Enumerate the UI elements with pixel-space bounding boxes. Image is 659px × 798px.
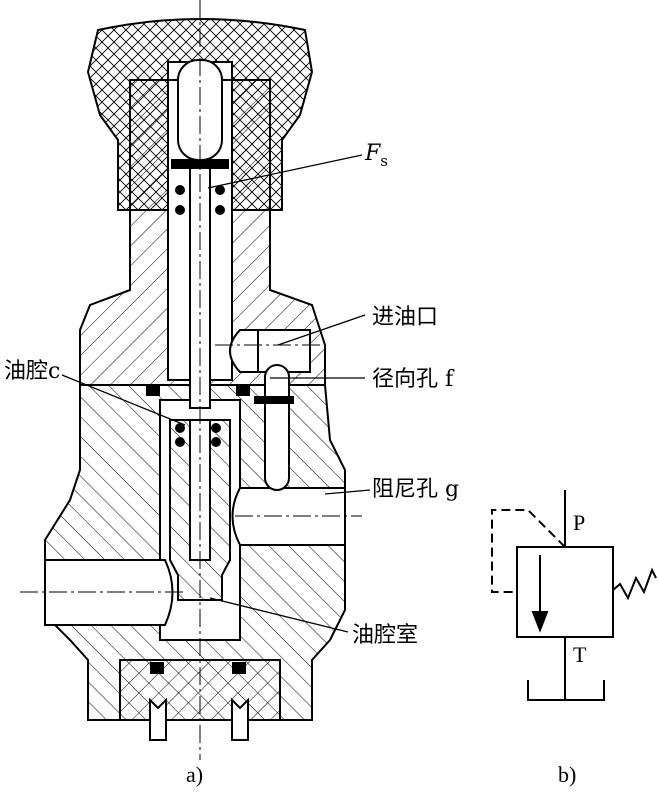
seals	[146, 384, 294, 674]
label-spring-force-sub: s	[380, 152, 388, 170]
label-oil-chamber: 油腔室	[352, 623, 418, 648]
inlet-port	[229, 329, 311, 373]
port-t-label: T	[573, 642, 587, 667]
leader-lines	[61, 154, 371, 633]
label-radial-hole: 径向孔 f	[372, 367, 455, 392]
relief-valve-symbol	[491, 490, 657, 701]
caption-a: a)	[186, 762, 203, 787]
port-p-label: P	[573, 510, 585, 535]
pilot-line	[491, 509, 566, 593]
valve-section-drawing	[20, 0, 362, 760]
spring-symbol	[612, 567, 657, 601]
symbol-box	[516, 546, 614, 638]
label-spring-force-main: F	[364, 141, 381, 166]
label-oil-cavity-c: 油腔c	[4, 359, 60, 384]
caption-b: b)	[558, 762, 576, 787]
label-spring-force: Fs	[364, 141, 388, 170]
label-inlet: 进油口	[372, 305, 438, 330]
tank-symbol	[527, 680, 605, 701]
spring-lower	[175, 423, 221, 447]
spring-upper	[175, 185, 225, 215]
label-damping-hole: 阻尼孔 g	[372, 477, 459, 502]
